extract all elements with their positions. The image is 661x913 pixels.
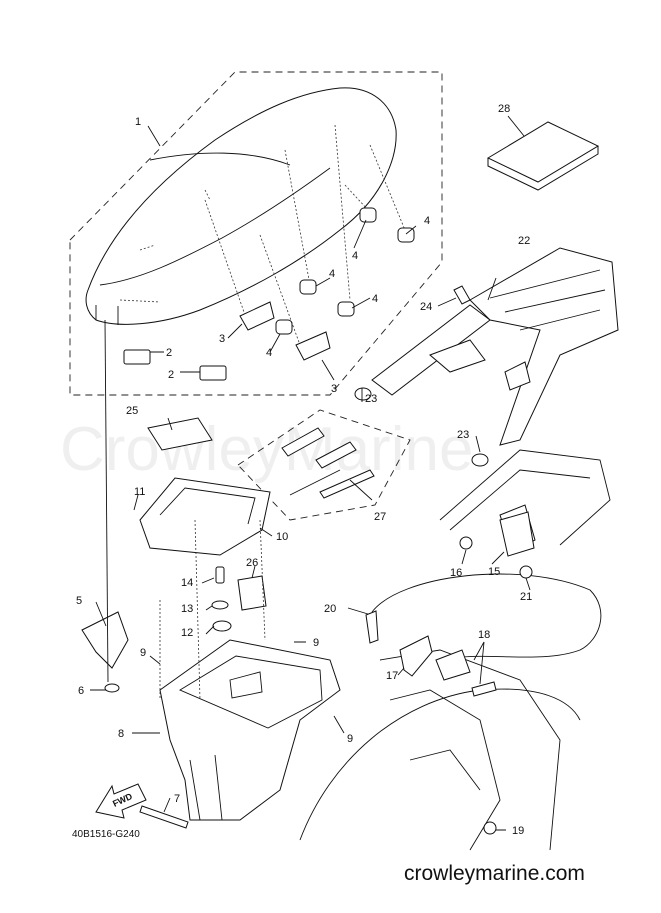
leader-lines [90,125,531,831]
callout-26: 26 [246,557,258,569]
callout-9-right: 9 [313,637,319,649]
latch-15 [499,511,535,557]
watermark-text: CrowleyMarine [60,415,473,484]
callout-4-d: 4 [372,293,378,305]
callout-9-lower: 9 [347,733,353,745]
site-url[interactable]: crowleymarine.com [404,862,585,885]
callout-19: 19 [512,825,524,837]
callout-3-left: 3 [219,333,225,345]
bracket-5 [81,611,129,669]
callout-4-e: 4 [266,347,272,359]
callout-6: 6 [78,685,84,697]
bolt-24 [453,285,471,305]
seat-drawing [85,87,397,325]
owners-manual [486,121,600,191]
callout-14: 14 [181,577,193,589]
callout-17: 17 [386,670,398,682]
callout-27: 27 [374,511,386,523]
tool-kit-boundary [237,409,411,521]
callout-2-upper: 2 [166,347,172,359]
callout-25: 25 [126,405,138,417]
callout-5: 5 [76,595,82,607]
bolt-16 [459,536,473,550]
callout-24: 24 [420,301,432,313]
caution-label [147,417,213,451]
seat-lock-cable [371,573,602,661]
key-18 [471,681,497,697]
sheet-26 [237,575,267,611]
callout-13: 13 [181,603,193,615]
cap-23-left [354,387,372,401]
box-hint-lines [159,519,266,701]
callout-3-right: 3 [331,383,337,395]
callout-4-c: 4 [329,268,335,280]
callout-10: 10 [276,531,288,543]
storage-tray [139,477,271,556]
key-cylinder-18 [435,649,471,681]
callout-22: 22 [518,235,530,247]
leader-28 [507,115,525,137]
callout-7: 7 [174,793,180,805]
callout-4-a: 4 [424,215,430,227]
callout-1: 1 [135,116,141,128]
cap-23-right [471,453,489,467]
bolt-19 [483,821,497,835]
lock-bracket-17 [399,635,433,677]
callout-28: 28 [498,103,510,115]
callout-8: 8 [118,728,124,740]
callout-23-right: 23 [457,429,469,441]
callout-12: 12 [181,627,193,639]
callout-20: 20 [324,603,336,615]
callout-9-left: 9 [140,647,146,659]
callout-11: 11 [134,486,145,498]
callout-4-b: 4 [352,250,358,262]
nut-21 [519,565,533,579]
rear-carrier [371,247,619,446]
washer-6 [104,683,120,693]
seat-fasteners [123,207,415,381]
callout-23-left: 23 [365,393,377,405]
callout-2-lower: 2 [168,369,174,381]
seat-hint-lines [204,124,406,346]
rivets-12-14 [211,566,232,632]
diagram-code: 40B1516-G240 [72,829,140,840]
callout-15: 15 [488,566,500,578]
fwd-arrow-icon: FWD [95,783,147,819]
tool-kit [281,427,375,499]
rear-frame [299,449,611,851]
storage-box [159,639,341,821]
callout-21: 21 [520,591,532,603]
callout-18: 18 [478,629,490,641]
seal-7 [139,805,189,829]
callout-16: 16 [450,567,462,579]
